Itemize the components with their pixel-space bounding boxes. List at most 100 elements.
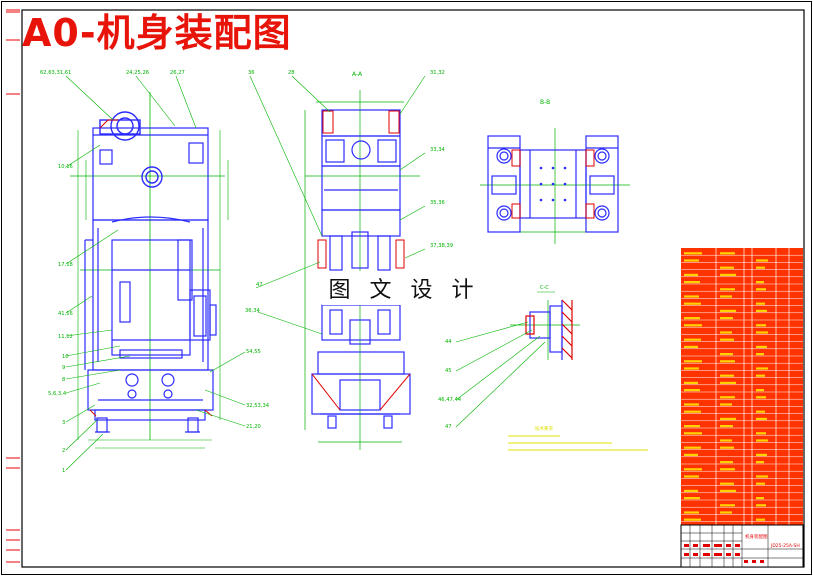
part-label: 45	[445, 368, 452, 374]
table-cell-text	[720, 425, 733, 428]
part-label: 37,38,39	[430, 243, 453, 249]
table-cell-text	[756, 475, 768, 478]
table-cell-text	[684, 345, 698, 348]
table-cell-text	[684, 453, 698, 456]
table-cell-text	[684, 381, 698, 384]
table-cell-text	[684, 446, 701, 449]
part-label: 10	[62, 354, 69, 360]
table-cell-text	[684, 468, 702, 471]
part-label: 10,16	[58, 164, 73, 170]
table-cell-text	[756, 288, 766, 291]
table-cell-text	[756, 439, 768, 442]
table-cell-text	[720, 288, 735, 291]
table-cell-text	[720, 331, 732, 334]
table-cell-text	[756, 432, 766, 435]
table-cell-text	[756, 504, 766, 507]
part-label: 54,55	[246, 349, 261, 355]
table-cell-text	[684, 432, 702, 435]
table-cell-text	[720, 482, 734, 485]
table-cell-text	[684, 324, 702, 327]
parts-table	[681, 248, 803, 525]
table-cell-text	[684, 489, 698, 492]
part-label: 5,6,3,4	[48, 391, 67, 397]
table-cell-text	[684, 475, 699, 478]
table-cell-text	[720, 353, 733, 356]
table-cell-text	[720, 417, 736, 420]
part-label: 8	[62, 377, 65, 383]
table-cell-text	[756, 353, 764, 356]
table-cell-text	[756, 396, 766, 399]
table-cell-text	[684, 403, 699, 406]
drawing-title: A0-机身装配图	[22, 11, 292, 55]
table-cell-text	[684, 295, 699, 298]
title-block-drawing-no: JD25-25A-SH	[770, 543, 800, 549]
title-block-drawing-name: 机身装配图	[745, 533, 768, 540]
section-bb-caption: B-B	[540, 99, 550, 106]
table-cell-text	[684, 518, 701, 521]
table-cell-text	[684, 360, 702, 363]
table-cell-text	[756, 518, 765, 521]
part-label: 21,20	[246, 424, 261, 430]
table-cell-text	[684, 252, 702, 255]
table-cell-text	[720, 439, 732, 442]
table-cell-text	[684, 511, 699, 514]
table-cell-text	[684, 317, 700, 320]
part-label: 2	[62, 448, 65, 454]
table-cell-text	[720, 396, 735, 399]
section-aa-view: 36 28 31,32 33,34 35,36 37,38,39 47 36,34 A-A	[245, 70, 453, 450]
part-label: 46,47,44	[438, 397, 462, 403]
table-cell-text	[684, 302, 701, 305]
section-cc-caption: C-C	[540, 285, 549, 291]
table-cell-text	[756, 324, 766, 327]
part-label: 32,53,34	[246, 403, 270, 409]
part-label: 35,36	[430, 200, 445, 206]
table-cell-text	[720, 446, 734, 449]
part-label: 44	[445, 339, 452, 345]
table-cell-text	[720, 360, 735, 363]
part-label: 26,27	[170, 70, 185, 76]
part-label: 17,18	[58, 262, 73, 268]
table-cell-text	[756, 266, 765, 269]
table-cell-text	[720, 489, 736, 492]
table-cell-text	[684, 497, 700, 500]
part-label: 33,34	[430, 147, 446, 153]
table-cell-text	[756, 345, 767, 348]
table-cell-text	[684, 367, 699, 370]
table-cell-text	[720, 266, 734, 269]
table-cell-text	[720, 468, 735, 471]
part-label: 1	[62, 468, 65, 474]
part-label: 62,63,31,61	[40, 70, 71, 76]
table-cell-text	[756, 367, 768, 370]
table-cell-text	[756, 389, 764, 392]
table-cell-text	[684, 281, 700, 284]
part-label: 47	[256, 282, 263, 288]
table-cell-text	[720, 252, 735, 255]
part-label: 9	[62, 365, 65, 371]
table-cell-text	[756, 453, 767, 456]
part-label: 11,12	[58, 334, 73, 340]
inner-frame	[21, 9, 805, 568]
table-cell-text	[756, 410, 765, 413]
notes-title: 技术要求	[535, 425, 553, 432]
table-cell-text	[756, 417, 767, 420]
table-cell-text	[720, 295, 732, 298]
section-aa-caption: A-A	[352, 71, 363, 78]
table-cell-text	[720, 403, 732, 406]
table-cell-text	[720, 309, 736, 312]
table-cell-text	[720, 317, 733, 320]
table-cell-text	[684, 389, 700, 392]
part-label: 36	[248, 70, 255, 76]
table-cell-text	[720, 273, 736, 276]
part-label: 24,25,26	[126, 70, 149, 76]
part-label: 31,32	[430, 70, 445, 76]
part-label: 28	[288, 70, 295, 76]
technical-notes: 技术要求	[508, 425, 648, 451]
part-label: 36,34	[245, 308, 261, 314]
table-cell-text	[684, 425, 700, 428]
table-cell-text	[720, 374, 734, 377]
table-cell-text	[684, 410, 701, 413]
